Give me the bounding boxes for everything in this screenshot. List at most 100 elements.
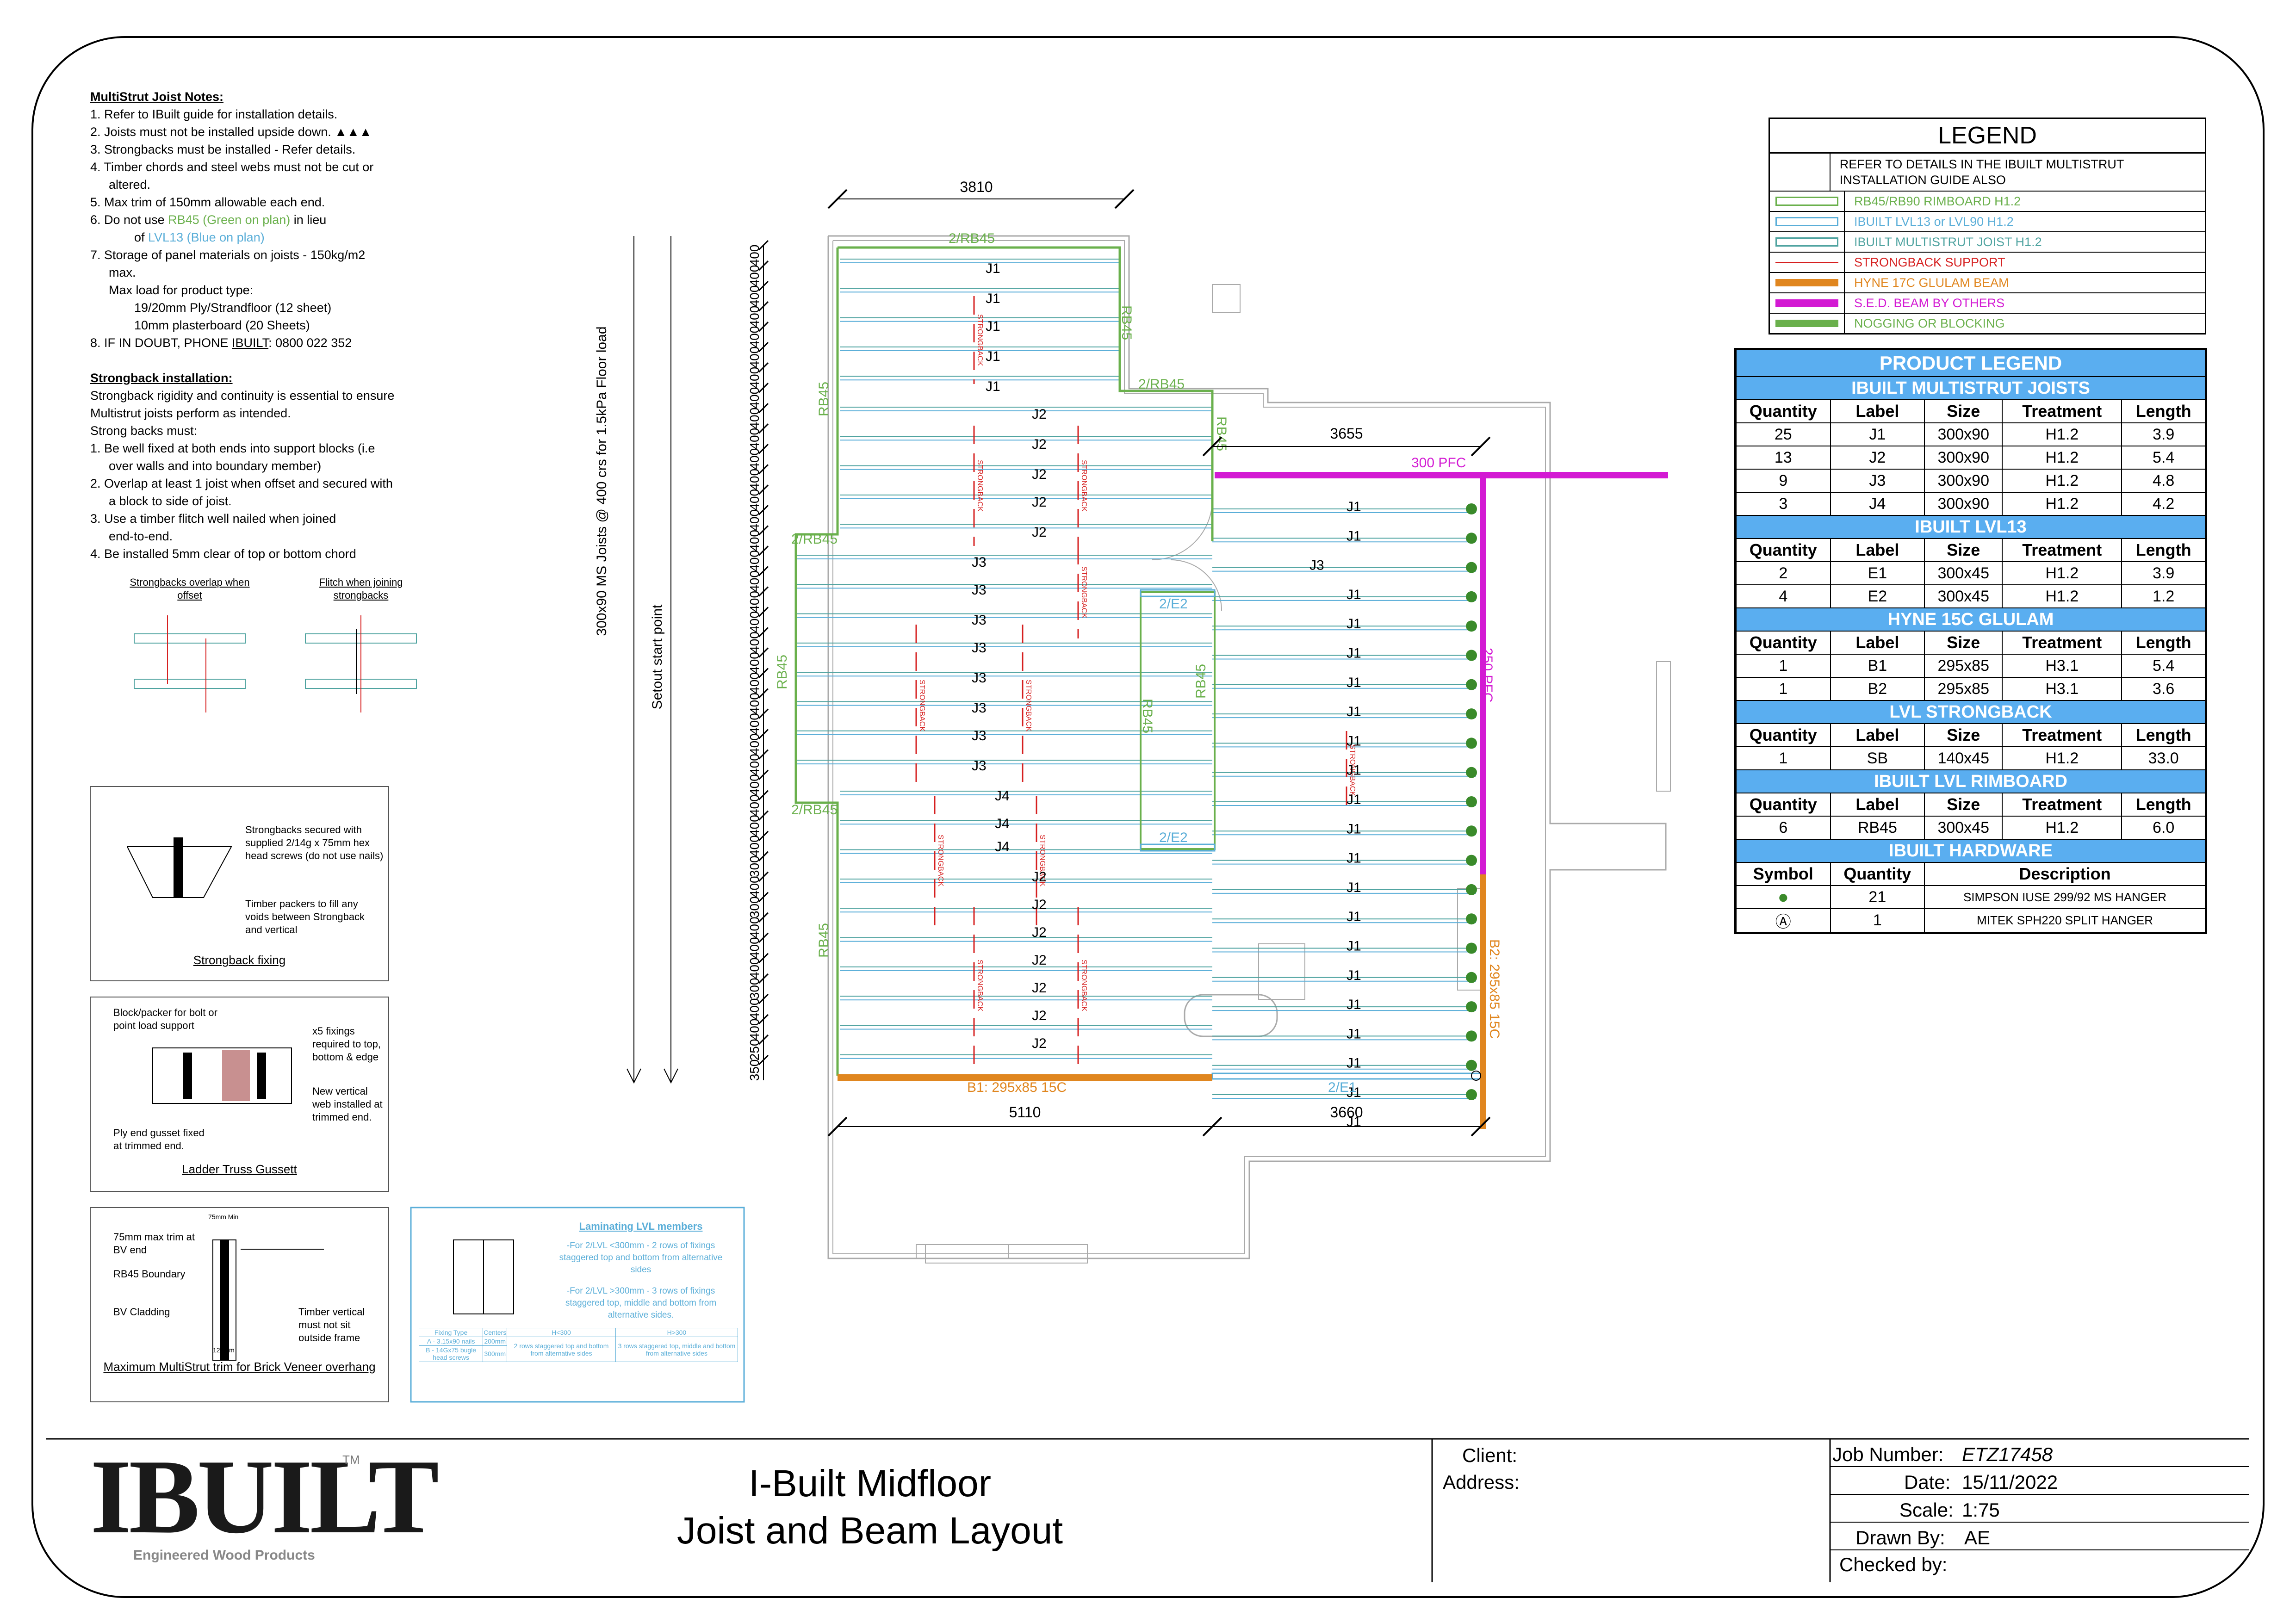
dim-tick-vertical <box>758 566 769 576</box>
dim-spacing: 400 <box>747 611 762 633</box>
sketch-web <box>257 1053 266 1099</box>
rimboard-label: RB45 <box>1119 305 1134 340</box>
dim-spacing: 400 <box>747 917 762 938</box>
pl-cell: 295x85 <box>1924 654 2003 678</box>
dim-spacing: 400 <box>747 632 762 653</box>
ibuilt-logo-sub: Engineered Wood Products <box>133 1548 315 1563</box>
pl-header: Length <box>2121 538 2206 562</box>
dim-spacing: 400 <box>747 672 762 694</box>
lt-note2: x5 fixings required to top, bottom & edg… <box>312 1025 381 1063</box>
joist-label: J1 <box>986 379 1000 394</box>
dim-spacing: 400 <box>747 387 762 409</box>
dim-tick-vertical <box>758 953 769 963</box>
pl-cell: E1 <box>1830 561 1925 585</box>
pl-cell: J2 <box>1830 446 1925 470</box>
pl-header: Treatment <box>2002 631 2122 655</box>
dim-spacing: 400 <box>747 1019 762 1041</box>
dim-tick-vertical <box>758 240 769 251</box>
title-block-rows <box>1830 1466 2249 1550</box>
dim-tick-vertical <box>758 362 769 373</box>
joist-label: J1 <box>986 261 1000 276</box>
joist-label: J2 <box>1032 407 1047 422</box>
sketch-joist <box>134 633 246 644</box>
hanger-dot-icon <box>1466 533 1477 544</box>
dim-tick-vertical <box>758 688 769 699</box>
pl-cell: 300x90 <box>1924 492 2003 516</box>
dim-spacing: 400 <box>747 489 762 511</box>
dim-tick-vertical <box>758 607 769 617</box>
plan-group: STRONGBACK STRONGBACK STRONGBACK STRONGBACK… <box>594 179 1671 1264</box>
pl-header: Quantity <box>1736 793 1831 817</box>
hanger-dot-icon <box>1466 1059 1477 1071</box>
post-detail <box>1212 284 1241 313</box>
note-6: 6. Do not use RB45 (Green on plan) in li… <box>90 211 507 229</box>
pl-header: Size <box>1924 399 2003 423</box>
joist-label-right: J1 <box>1347 821 1361 836</box>
legend-row-0: REFER TO DETAILS IN THE IBUILT MULTISTRU… <box>1770 154 2205 192</box>
pl-header: Quantity <box>1736 631 1831 655</box>
dim-tick-vertical <box>758 769 769 780</box>
dim-tick-vertical <box>758 668 769 678</box>
lt-caption: Ladder Truss Gussett <box>182 1162 297 1176</box>
arrow-icon <box>664 1068 678 1084</box>
note-7: 7. Storage of panel materials on joists … <box>90 248 366 262</box>
dim-tick-vertical <box>758 423 769 434</box>
mt-note1: 75mm max trim at BV end <box>113 1231 195 1256</box>
pl-cell: E2 <box>1830 584 1925 608</box>
joist-label-right: J1 <box>1347 675 1361 690</box>
pl-header: Length <box>2121 723 2206 747</box>
b1-beam <box>838 1074 1212 1081</box>
hanger-dot-icon <box>1466 855 1477 866</box>
strongback-label: STRONGBACK <box>976 460 984 512</box>
building-outline-inner <box>832 240 1546 1254</box>
rimboard-label: 2/RB45 <box>791 532 838 547</box>
pl-cell: 25 <box>1736 422 1831 446</box>
joist-label-right: J1 <box>1347 909 1361 924</box>
legend-row-2: IBUILT LVL13 or LVL90 H1.2 <box>1770 212 2205 232</box>
strongback-label: STRONGBACK <box>1024 680 1032 731</box>
dim-spacing: 400 <box>747 937 762 959</box>
strongback-label: STRONGBACK <box>1080 460 1088 512</box>
pl-header: Size <box>1924 793 2003 817</box>
joist-label: J2 <box>1032 437 1047 452</box>
pl-cell: H1.2 <box>2002 469 2122 493</box>
laminating-table-grid: Fixing Type Centers H<300 H>300 A - 3.15… <box>418 1328 738 1362</box>
laminating-text2: -For 2/LVL >300mm - 3 rows of fixings st… <box>565 1286 717 1320</box>
laminating-text1: -For 2/LVL <300mm - 2 rows of fixings st… <box>559 1241 723 1275</box>
dim-tick <box>1202 436 1222 457</box>
pl-cell: J3 <box>1830 469 1925 493</box>
joist-label: J3 <box>972 758 987 774</box>
ladder-truss-box <box>90 997 389 1192</box>
hanger-dot-icon <box>1466 708 1477 720</box>
pl-cell: RB45 <box>1830 816 1925 840</box>
date-label: Date: <box>1904 1471 1951 1493</box>
joist-label: J2 <box>1032 980 1047 996</box>
joist-label-right: J1 <box>1347 1085 1361 1100</box>
sb-10: 4. Be installed 5mm clear of top or bott… <box>90 547 356 561</box>
joist-label-right: J1 <box>1347 997 1361 1012</box>
multistrut-notes: MultiStrut Joist Notes: 1. Refer to IBui… <box>90 88 507 563</box>
strongback-label: STRONGBACK <box>1080 960 1088 1011</box>
joist-label-right: J1 <box>1347 968 1361 983</box>
note-6-rb45: RB45 (Green on plan) <box>168 213 291 227</box>
drawing-title-2: Joist and Beam Layout <box>676 1510 1063 1552</box>
note-6-line2: of LVL13 (Blue on plan) <box>90 229 507 246</box>
hanger-dot-icon <box>1466 972 1477 983</box>
client-label: Client: <box>1462 1444 1518 1466</box>
bath-outline <box>1184 994 1278 1037</box>
rimboard-label: 2/RB45 <box>791 802 838 818</box>
joist-label: J3 <box>972 728 987 743</box>
legend-text-1: RB45/RB90 RIMBOARD H1.2 <box>1854 194 2021 208</box>
ibuilt-logo-tm: TM <box>342 1453 360 1467</box>
joist-label-right: J3 <box>1309 558 1324 573</box>
pl-cell: Ⓐ <box>1736 908 1831 933</box>
pl-cell: 33.0 <box>2121 746 2206 770</box>
pl-header: Size <box>1924 723 2003 747</box>
dim-spacing: 300 <box>747 896 762 918</box>
rimboard-label: 2/RB45 <box>1138 377 1185 392</box>
pl-header: Label <box>1830 538 1925 562</box>
pl-cell: 4.8 <box>2121 469 2206 493</box>
lam-r0c1: 200mm <box>483 1337 508 1346</box>
sketch-fixing-vertical <box>174 837 183 898</box>
